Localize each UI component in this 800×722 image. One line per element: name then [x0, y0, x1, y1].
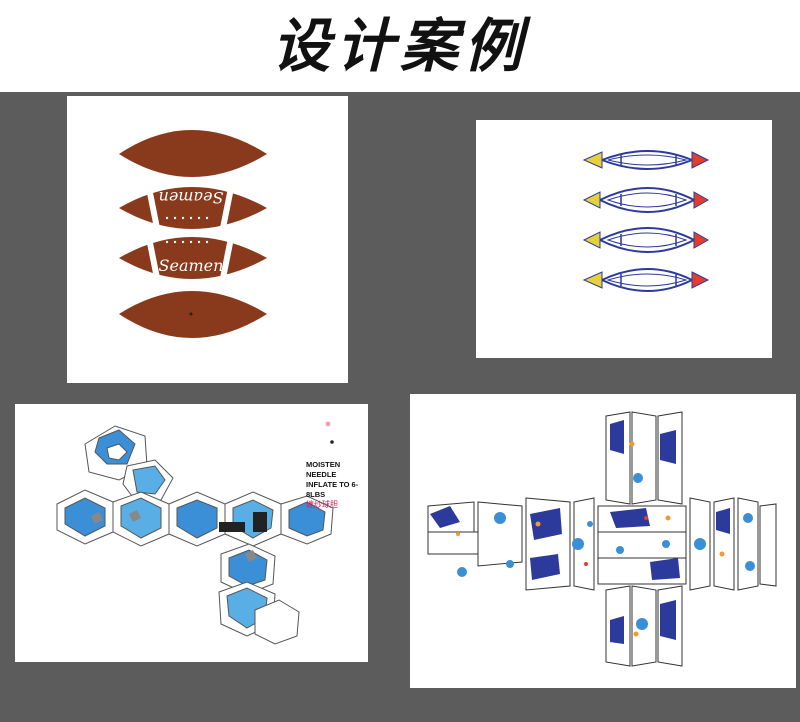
label-line-1: MOISTEN NEEDLE	[306, 460, 341, 479]
cross-ball-svg	[427, 411, 777, 667]
brand-text-flipped: Seamen	[159, 188, 224, 207]
rugby-ball-pattern-svg: Seamen Seamen	[119, 130, 267, 338]
rugby-ball-panel: Seamen Seamen	[67, 96, 348, 383]
page-title: 设计案例	[0, 0, 800, 92]
soccer-ball-panel: MOISTEN NEEDLE INFLATE TO 6-8LBS 缠纱球胆	[15, 404, 368, 662]
inflation-label: MOISTEN NEEDLE INFLATE TO 6-8LBS 缠纱球胆	[306, 460, 368, 510]
label-line-2: INFLATE TO 6-8LBS	[306, 480, 359, 499]
rugby-outline-svg	[582, 150, 710, 292]
label-chinese: 缠纱球胆	[306, 500, 338, 509]
cross-ball-panel	[410, 394, 796, 688]
soccer-ball-svg	[56, 421, 334, 645]
brand-text: Seamen	[159, 256, 224, 275]
rugby-outline-panel	[476, 120, 772, 358]
